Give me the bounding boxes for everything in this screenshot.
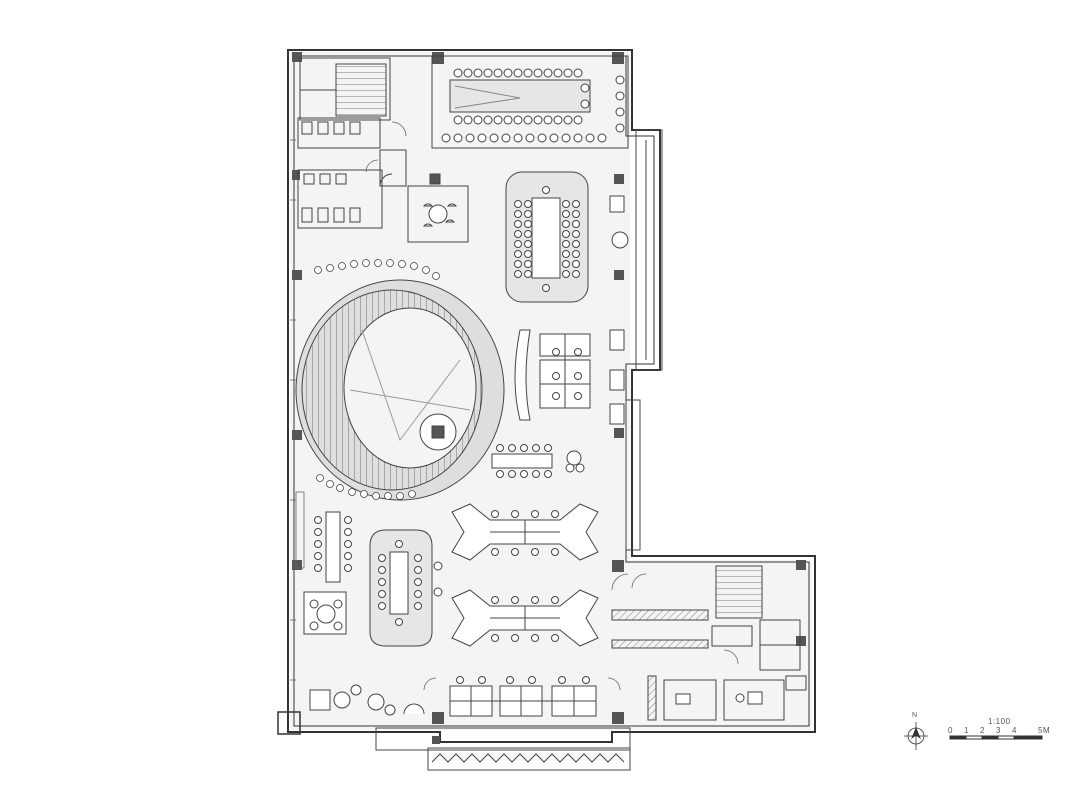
- stair-south-east: [711, 565, 763, 647]
- workstation-cluster-cross-2: [451, 589, 599, 647]
- scale-tick: 2: [980, 726, 985, 735]
- long-table-middle: [491, 444, 585, 478]
- stair-north-west: [299, 57, 391, 121]
- east-facade: [625, 129, 663, 551]
- workstation-cluster-middle: [539, 333, 591, 409]
- door-swings: [365, 121, 739, 691]
- small-meeting-room: [407, 173, 469, 243]
- curved-sofa: [514, 329, 531, 421]
- workstation-row-south: [449, 676, 597, 717]
- boardroom-chairs: [441, 68, 625, 143]
- scale-tick: 5M: [1038, 726, 1051, 735]
- long-table-west: [314, 511, 352, 583]
- scale-ratio: 1:100: [988, 717, 1011, 726]
- boardroom-north: [431, 55, 629, 149]
- lounge-south-west: [309, 684, 425, 716]
- scale-tick: 0: [948, 726, 953, 735]
- west-windows: [290, 139, 305, 681]
- offices-south-east: [663, 619, 807, 721]
- north-arrow-icon: [904, 722, 928, 750]
- scale-tick: 3: [996, 726, 1001, 735]
- scale-tick: 4: [1012, 726, 1017, 735]
- perimeter-seats-south: [316, 474, 416, 500]
- service-strip: [611, 609, 709, 721]
- meeting-room-oval-north: [505, 171, 589, 303]
- scale-tick: 1: [964, 726, 969, 735]
- round-table-west: [303, 591, 347, 635]
- spiral-staircase: [295, 279, 505, 501]
- meeting-room-oval-south: [369, 529, 443, 647]
- perimeter-seats-north: [314, 259, 440, 280]
- scale-bar: [949, 735, 1043, 740]
- workstation-cluster-cross-1: [451, 503, 599, 561]
- restrooms: [297, 117, 407, 229]
- north-label: N: [912, 712, 918, 719]
- entrance-facade: [375, 727, 631, 771]
- structural-columns: [292, 52, 806, 744]
- east-lounge-seats: [609, 195, 629, 425]
